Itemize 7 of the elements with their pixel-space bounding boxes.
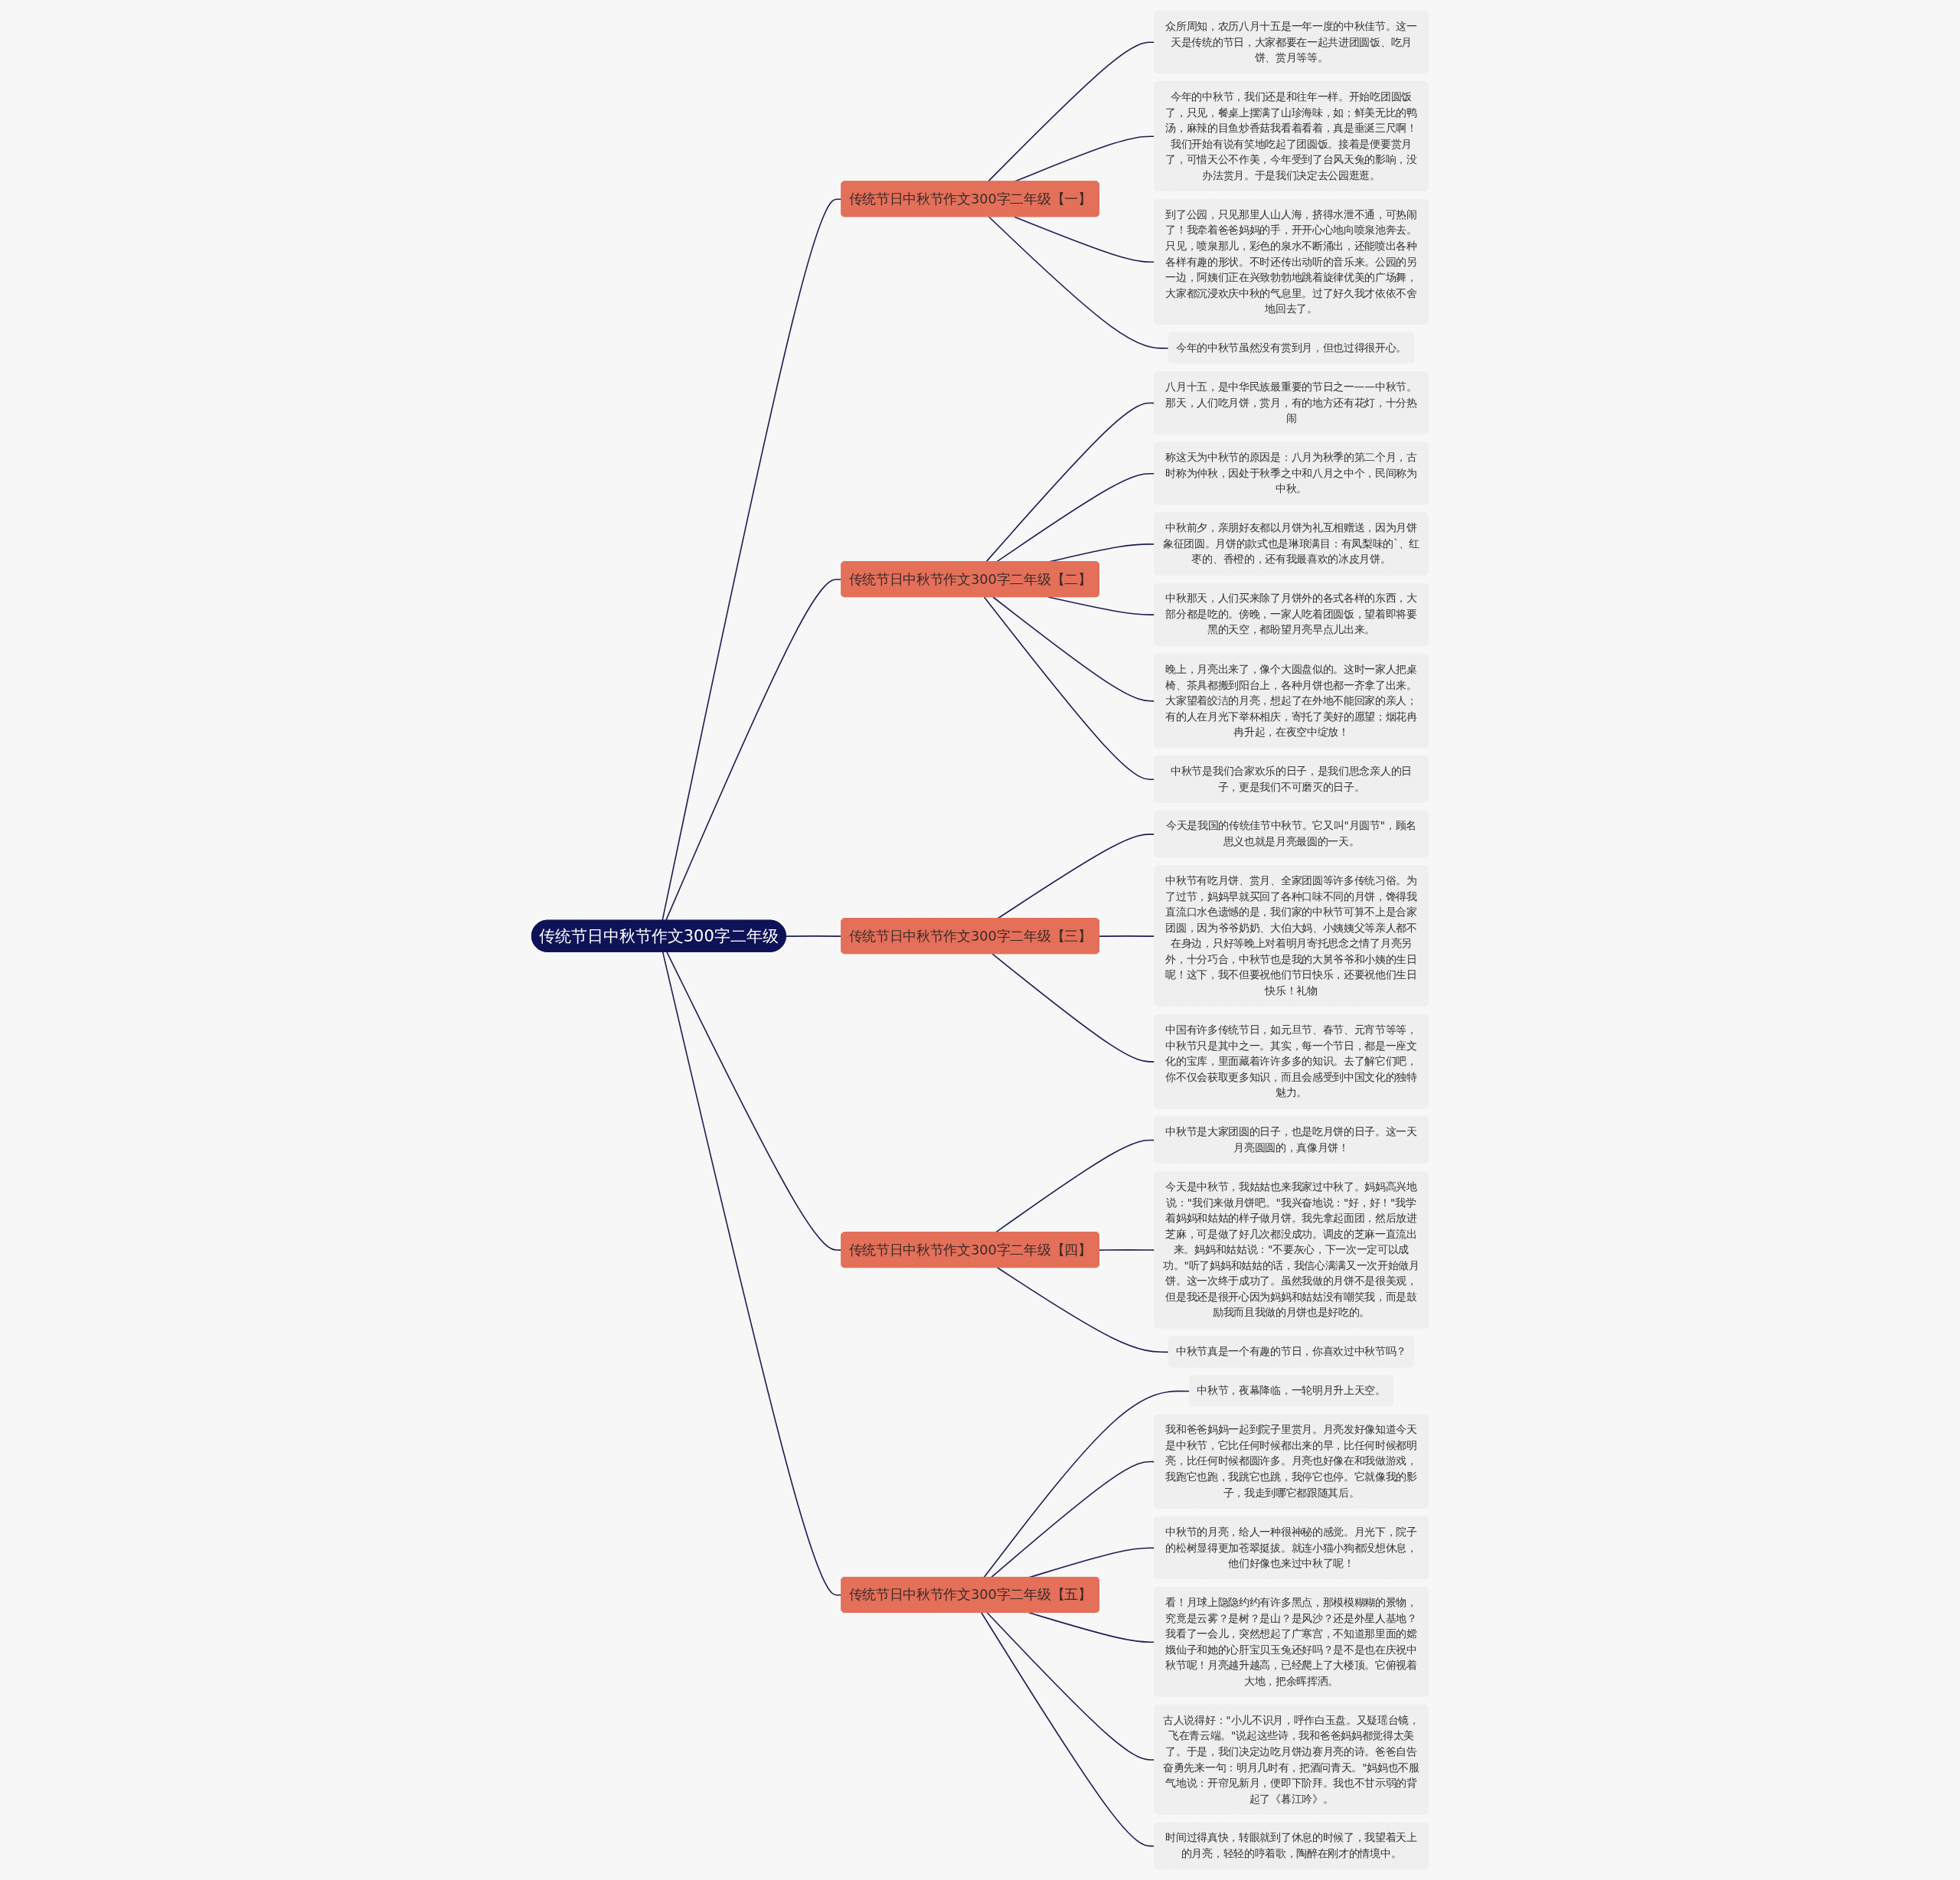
connector — [662, 951, 843, 1596]
connector — [988, 216, 1170, 349]
connector — [997, 1267, 1170, 1353]
connector — [662, 198, 843, 922]
connector — [786, 935, 843, 937]
connector — [665, 579, 843, 922]
connector — [666, 951, 843, 1251]
